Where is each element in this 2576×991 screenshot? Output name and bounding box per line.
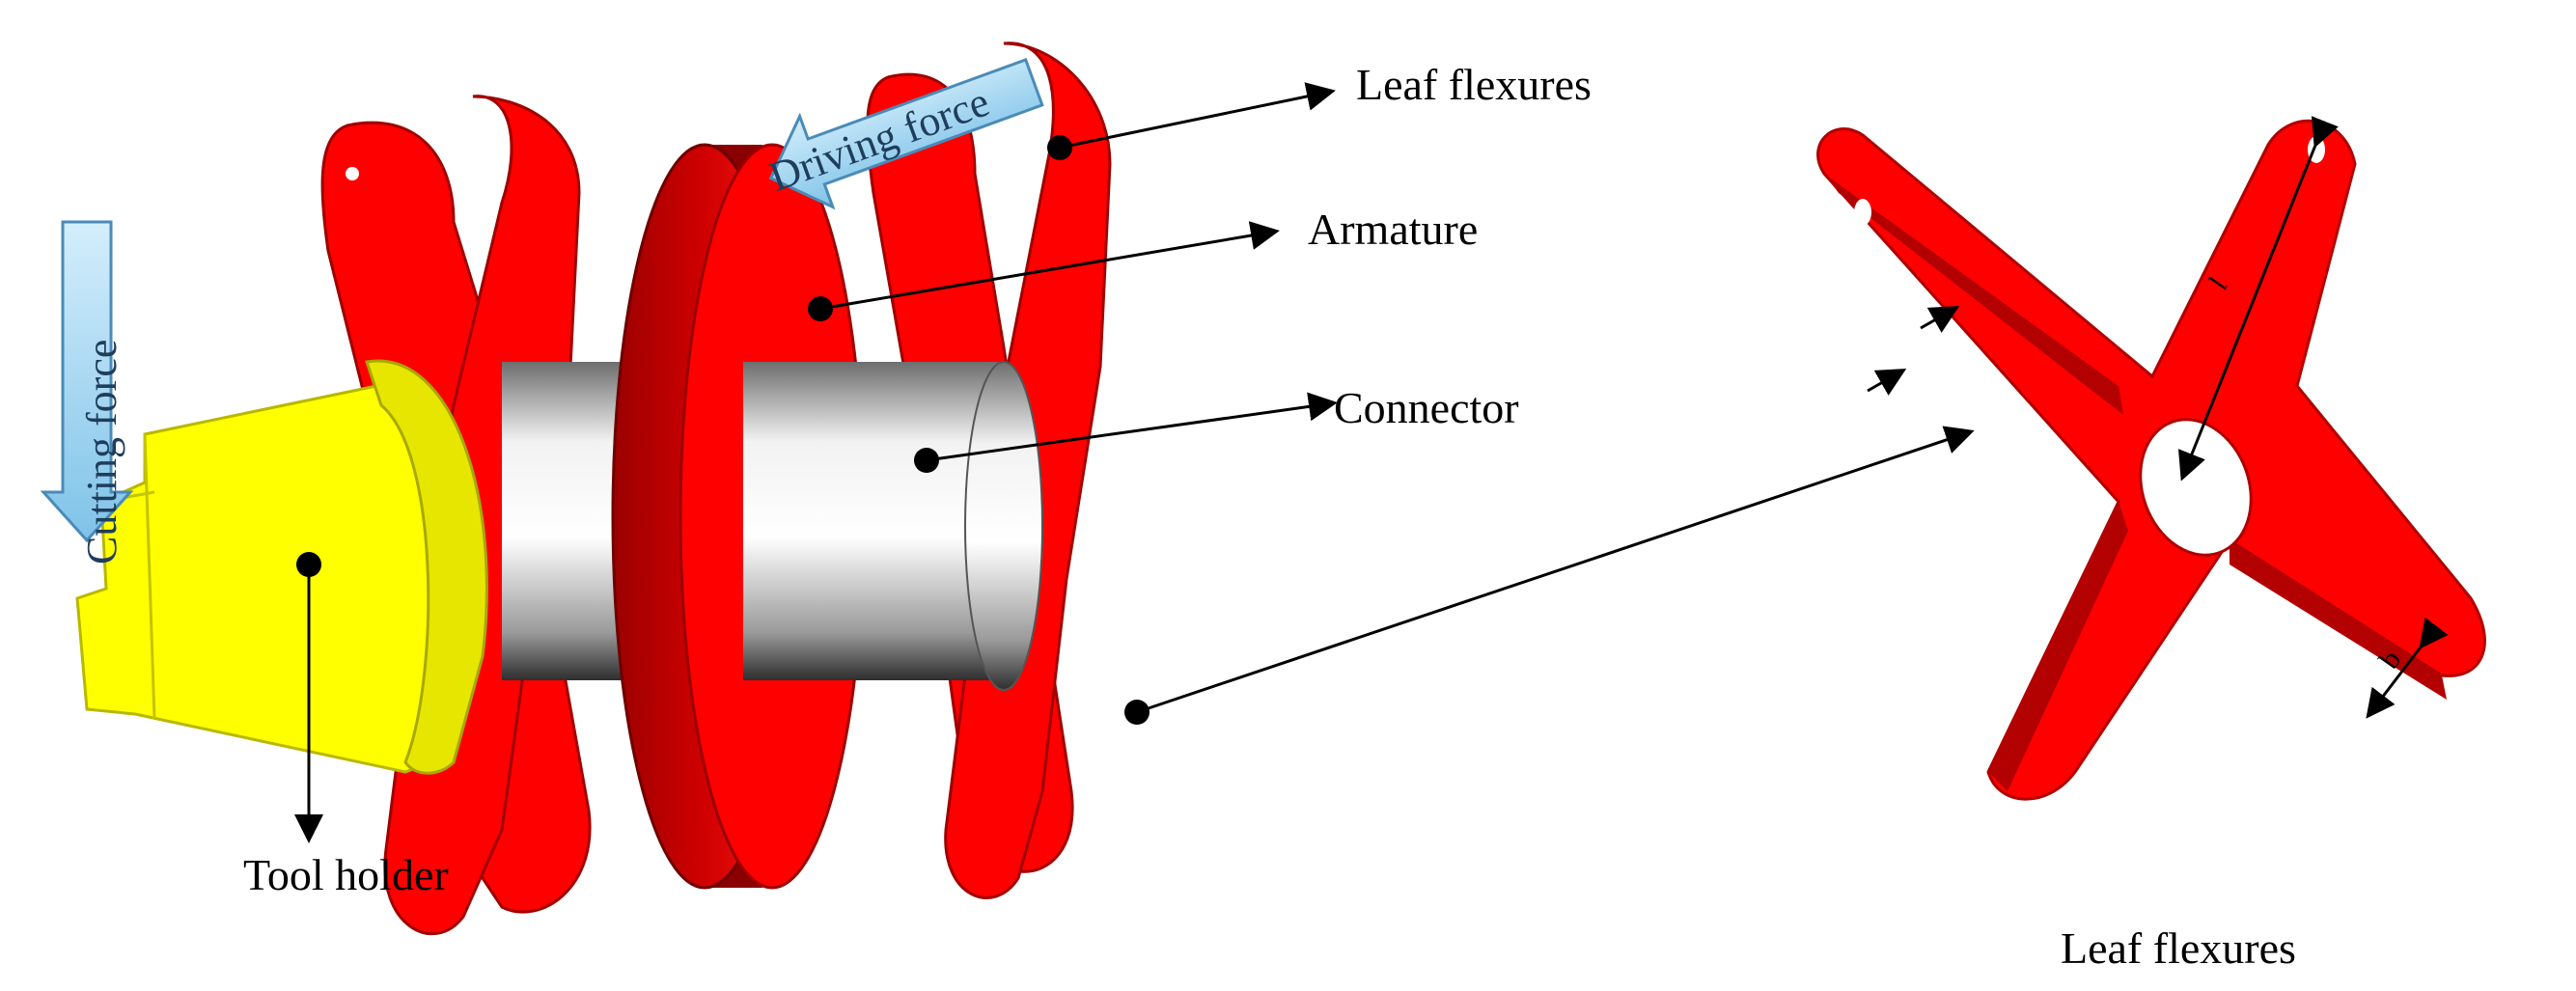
armature-label: Armature [1308, 205, 1478, 254]
leaf-flexure-detail [1816, 119, 2499, 829]
armature-disc [611, 143, 1043, 890]
tool-holder [75, 359, 488, 775]
cutting-force-label: Cutting force [78, 340, 125, 564]
leaf-flexures-top-label: Leaf flexures [1356, 60, 1592, 109]
callout-dots [296, 135, 1150, 725]
tool-holder-label: Tool holder [243, 850, 449, 899]
connector-label: Connector [1334, 383, 1519, 432]
dimension-arrows [1867, 116, 2449, 719]
callout-lines [294, 82, 1975, 843]
cutting-force-arrow: Cutting force [40, 220, 134, 564]
leaf-flexures-bottom-label: Leaf flexures [2061, 923, 2296, 973]
